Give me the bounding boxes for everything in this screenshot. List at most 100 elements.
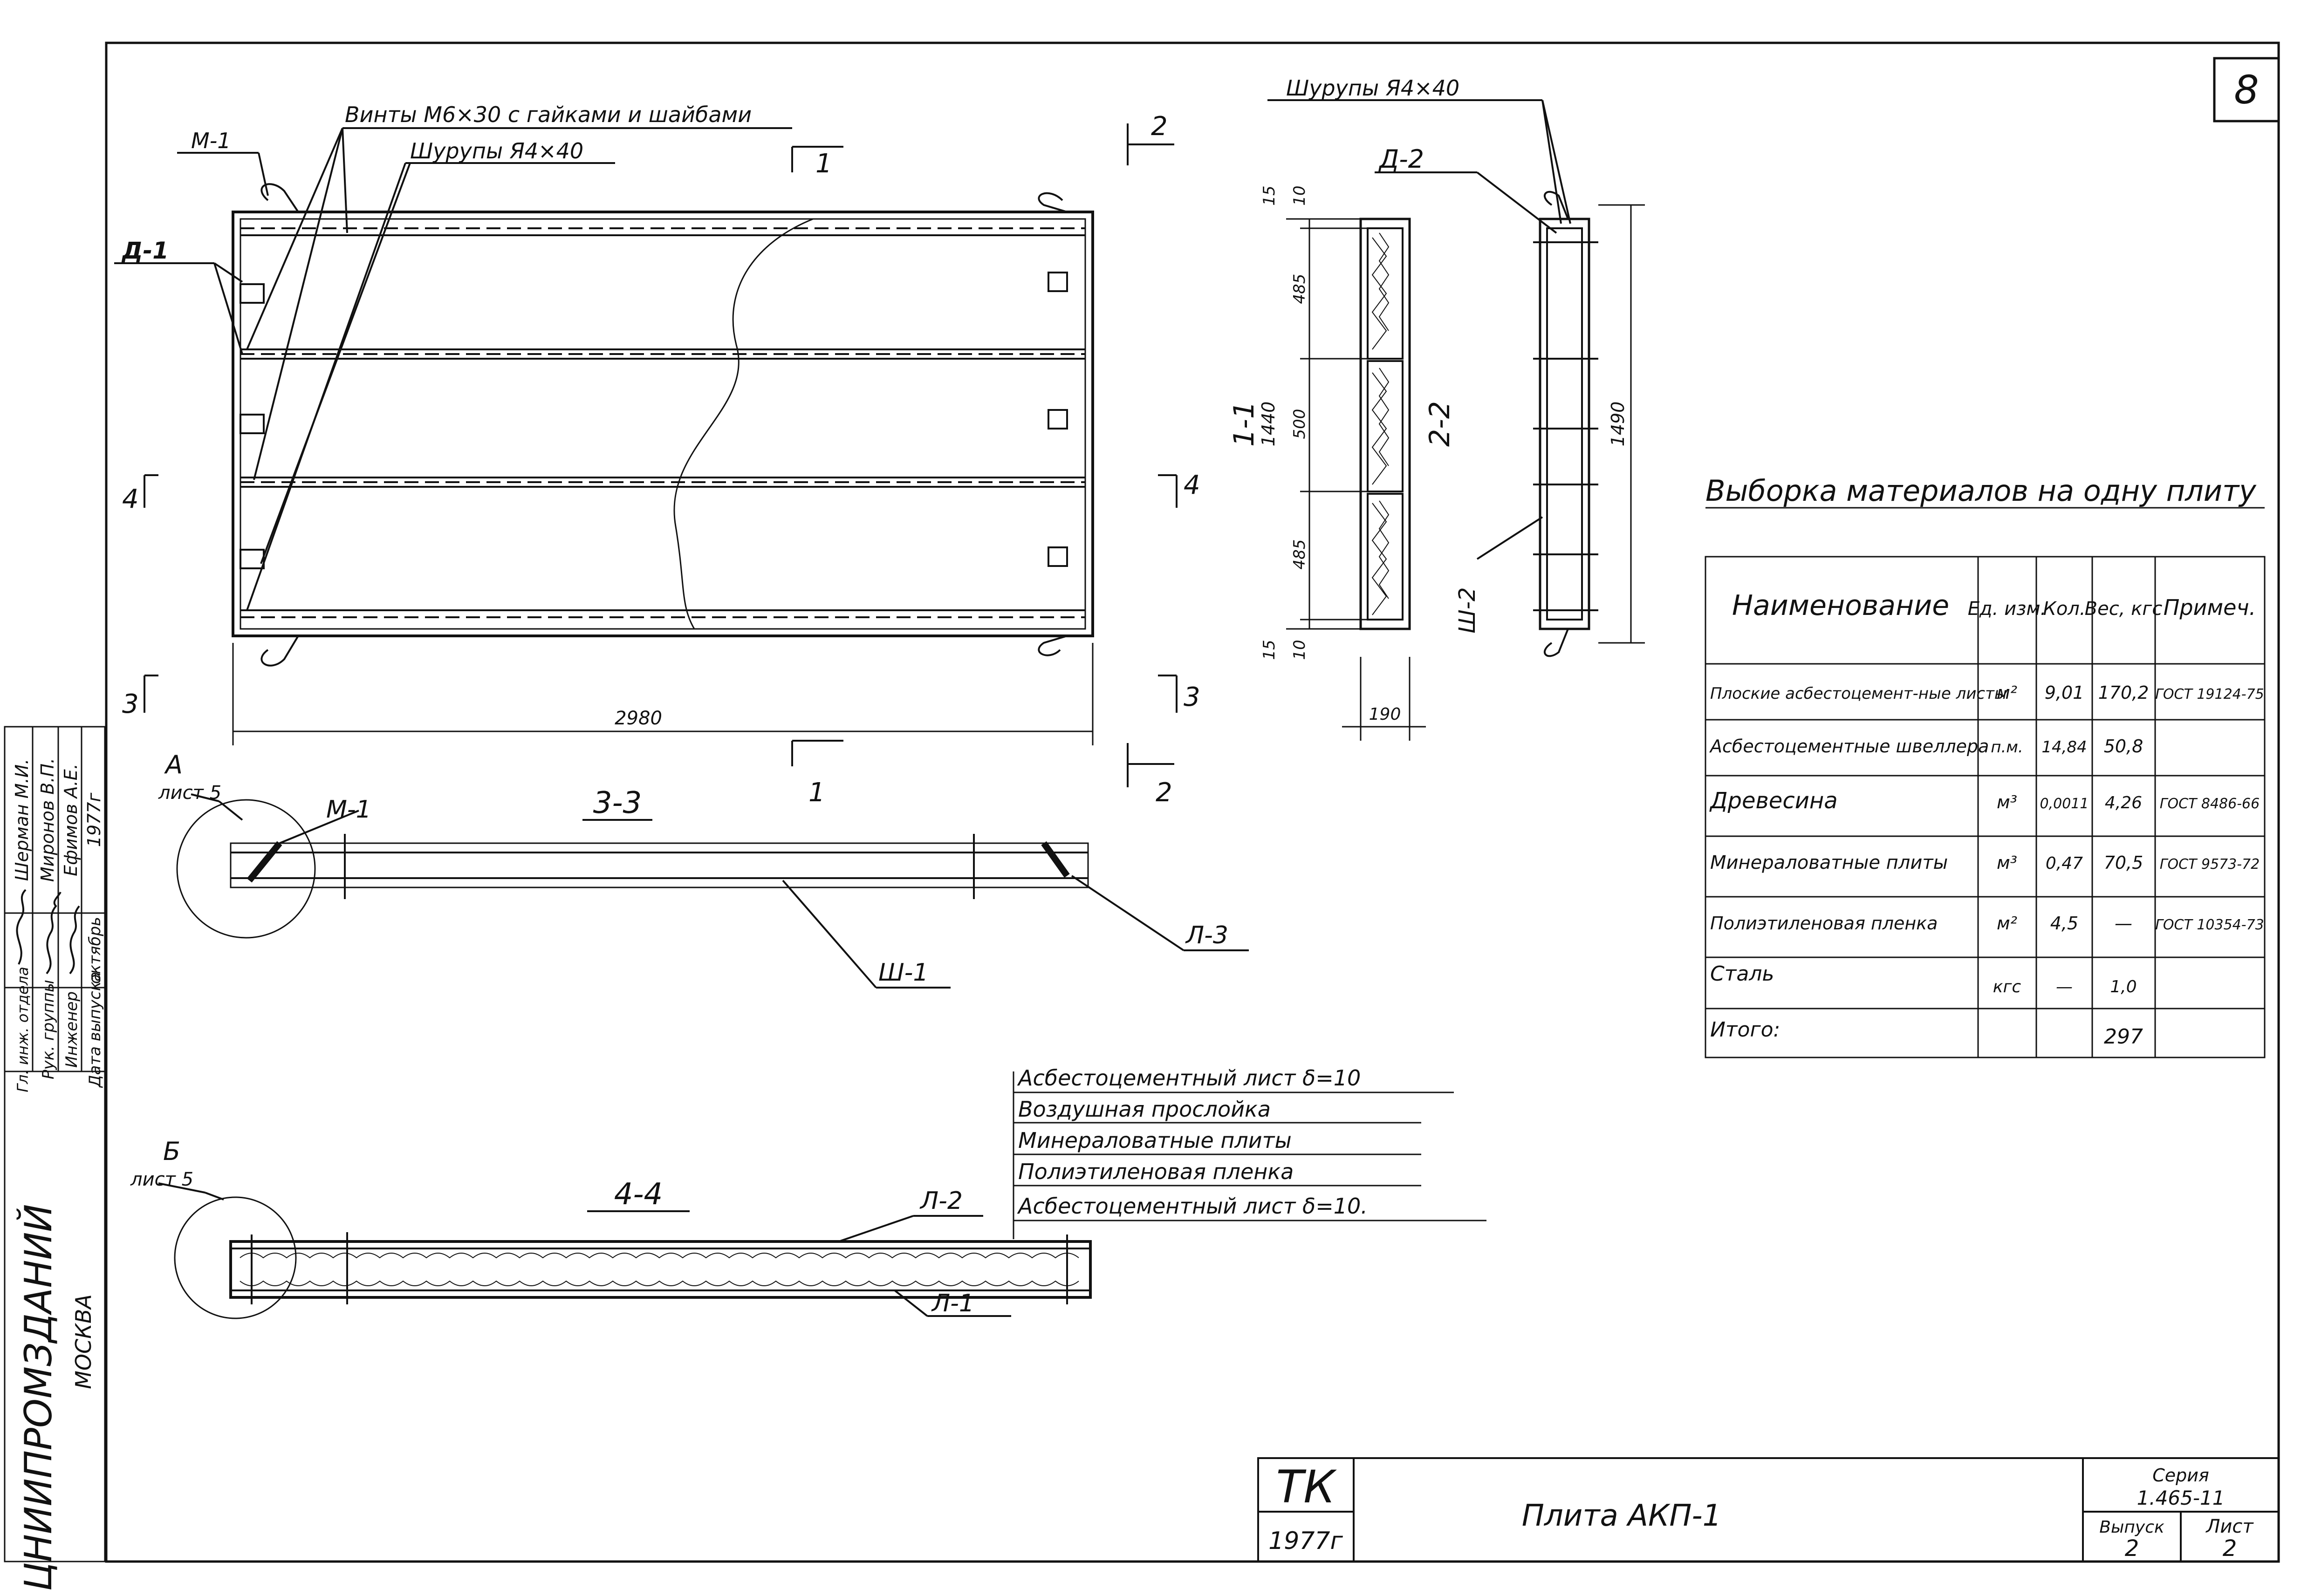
layer-list-lines (1013, 1071, 1486, 1239)
materials-cell: 0,0011 (2040, 796, 2089, 812)
materials-cell: ГОСТ 8486-66 (2160, 796, 2260, 812)
callout-b-sheet: лист 5 (130, 1169, 193, 1190)
section-1-1-dim-2: 10 (1290, 185, 1309, 205)
section-mark-2-top: 2 (1151, 111, 1168, 142)
materials-cell: Сталь (1710, 962, 1774, 986)
materials-cell: м³ (1997, 792, 2017, 812)
materials-row-5: Полиэтиленовая пленка м² 4,5 — ГОСТ 1035… (1710, 913, 2264, 934)
materials-row-6: Сталь кгс — 1,0 (1710, 962, 2137, 996)
section-1-1-dim-5: 485 (1290, 539, 1309, 570)
section-2-2-screws: Шурупы Я4×40 (1286, 75, 1459, 101)
stamp-issue-label: Выпуск (2099, 1518, 2164, 1537)
section-2-2-channel: Ш-2 (1454, 587, 1480, 633)
section-2-2-height: 1490 (1608, 402, 1628, 447)
side-org: ЦНИИПРОМЗДАНИЙ (16, 1204, 60, 1591)
materials-cell: 4,26 (2105, 793, 2142, 812)
materials-cell: м² (1997, 682, 2017, 703)
materials-cell: Полиэтиленовая пленка (1710, 913, 1938, 934)
callout-screws-wood: Шурупы Я4×40 (410, 138, 583, 164)
section-4-4-l2: Л-2 (919, 1187, 963, 1215)
callout-b: Б (163, 1137, 180, 1166)
stamp-title: Плита АКП-1 (1522, 1499, 1722, 1533)
materials-header-weight: Вес, кгс (2085, 598, 2163, 620)
callout-screws-bolts: Винты М6×30 с гайками и шайбами (345, 102, 752, 127)
materials-cell: 297 (2104, 1025, 2143, 1049)
signatures (16, 889, 80, 975)
materials-cell: Итого: (1710, 1018, 1780, 1042)
materials-row-2: Асбестоцементные швеллера п.м. 14,84 50,… (1709, 736, 2143, 757)
section-2-2-title: 2-2 (1424, 401, 1456, 447)
title-stamp-grid (1257, 1457, 2280, 1562)
side-date-value: октябрь (86, 917, 104, 984)
materials-cell: Древесина (1709, 788, 1838, 814)
callout-m1: М-1 (191, 128, 231, 153)
materials-cell: 4,5 (2050, 913, 2078, 934)
layer-3: Минераловатные плиты (1018, 1128, 1292, 1153)
materials-cell: ГОСТ 9573-72 (2160, 856, 2260, 873)
layer-1: Асбестоцементный лист δ=10 (1017, 1065, 1361, 1091)
stamp-issue-value: 2 (2125, 1535, 2139, 1562)
section-1-1-dim-3: 485 (1290, 274, 1309, 304)
side-role-1: Гл. инж. отдела (14, 967, 32, 1092)
stamp-sheet-label: Лист (2205, 1516, 2254, 1537)
section-1-1-width: 190 (1369, 705, 1401, 724)
materials-table-grid (1705, 556, 2266, 1058)
side-name-2: Миронов В.П. (37, 758, 58, 882)
materials-cell: м² (1997, 913, 2017, 934)
callout-d1: Д-1 (121, 237, 169, 264)
section-1-1 (1286, 218, 1426, 741)
materials-cell: 50,8 (2104, 736, 2143, 757)
side-block-grid (4, 726, 106, 1562)
materials-cell: п.м. (1991, 738, 2023, 757)
layer-5: Асбестоцементный лист δ=10. (1017, 1194, 1368, 1219)
section-1-1-dim-1: 15 (1260, 185, 1279, 205)
section-1-1-dim-4: 500 (1290, 409, 1309, 439)
materials-header-qty: Кол. (2043, 598, 2085, 620)
section-mark-4-right: 4 (1184, 470, 1200, 500)
section-1-1-dim-7: 15 (1260, 640, 1279, 660)
materials-cell: — (2115, 913, 2132, 934)
materials-cell: ГОСТ 19124-75 (2155, 686, 2264, 703)
section-mark-2-bottom: 2 (1156, 778, 1172, 808)
materials-cell: ГОСТ 10354-73 (2155, 917, 2264, 933)
section-mark-1-top: 1 (815, 149, 832, 179)
materials-cell: кгс (1993, 977, 2021, 996)
materials-cell: 1,0 (2110, 977, 2137, 996)
section-2-2-detail: Д-2 (1378, 144, 1424, 174)
materials-header-unit: Ед. изм. (1968, 598, 2047, 620)
callout-a-sheet: лист 5 (158, 782, 221, 804)
materials-cell: Плоские асбестоцемент-ные листы (1710, 684, 2007, 703)
materials-cell: м³ (1997, 853, 2017, 873)
section-mark-4-left: 4 (122, 484, 139, 514)
materials-cell: Минераловатные плиты (1710, 852, 1948, 873)
side-city: МОСКВА (71, 1294, 96, 1389)
section-3-3-title: 3-3 (593, 786, 642, 820)
section-1-1-title: 1-1 (1228, 401, 1260, 447)
materials-cell: — (2056, 977, 2073, 996)
dimension-length: 2980 (615, 708, 662, 729)
side-role-3: Инженер (62, 991, 81, 1068)
materials-row-3: Древесина м³ 0,0011 4,26 ГОСТ 8486-66 (1709, 788, 2260, 814)
side-role-4: Дата выпуска (86, 972, 104, 1088)
section-mark-3-right: 3 (1184, 682, 1200, 712)
section-4-4 (158, 1182, 1092, 1319)
section-4-4-l1: Л-1 (931, 1289, 974, 1317)
stamp-year: 1977г (1268, 1527, 1343, 1555)
section-4-4-title: 4-4 (614, 1177, 663, 1212)
plan-view (114, 123, 1178, 787)
section-1-1-height: 1440 (1258, 402, 1279, 447)
stamp-sheet-value: 2 (2223, 1535, 2237, 1562)
materials-header-name: Наименование (1732, 589, 1949, 622)
materials-cell: 70,5 (2104, 853, 2143, 873)
materials-header-note: Примеч. (2164, 595, 2256, 620)
section-2-2 (1267, 99, 1645, 657)
section-mark-3-left: 3 (122, 689, 139, 719)
layer-2: Воздушная прослойка (1018, 1097, 1271, 1122)
stamp-series-value: 1.465-11 (2137, 1487, 2225, 1509)
callout-a: А (164, 750, 183, 779)
materials-cell: 170,2 (2098, 682, 2149, 703)
section-1-1-dim-6: 10 (1290, 640, 1309, 660)
side-name-4: 1977г (84, 792, 104, 847)
layer-4: Полиэтиленовая пленка (1018, 1159, 1294, 1184)
